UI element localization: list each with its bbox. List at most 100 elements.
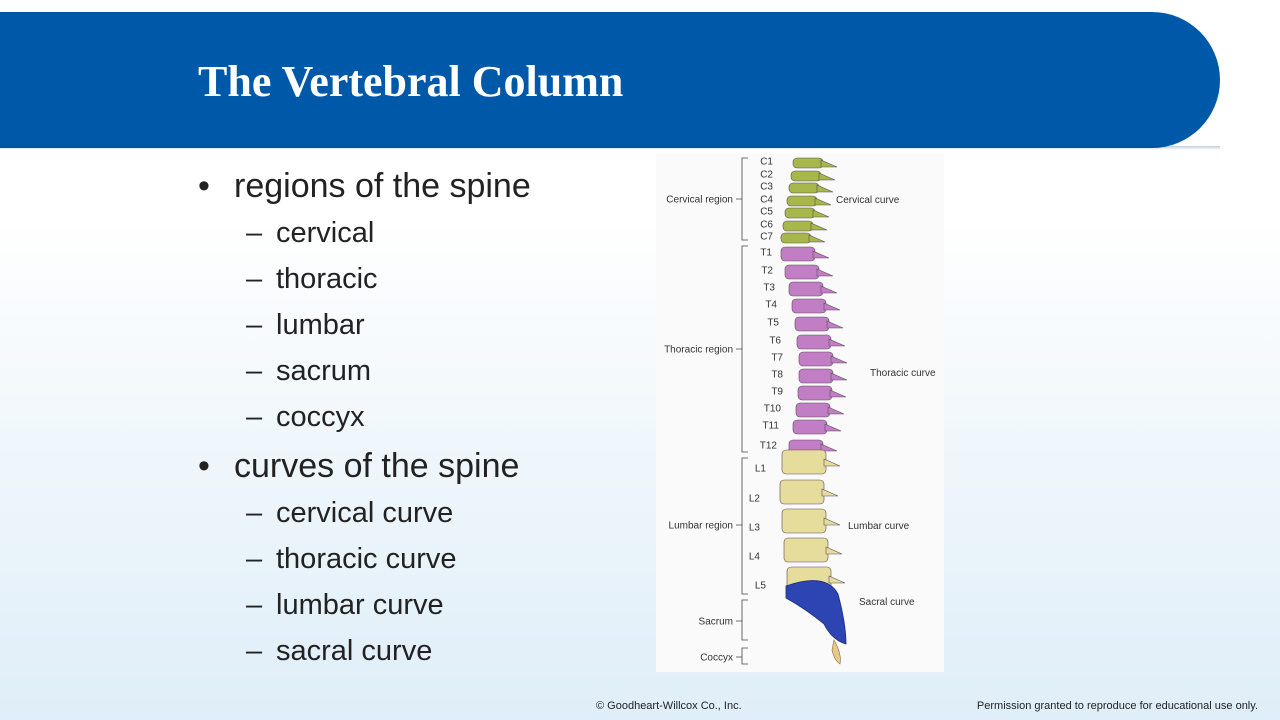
subitem-label: cervical curve [276, 497, 454, 529]
subitem-label: thoracic [276, 263, 378, 295]
dash: – [246, 355, 263, 387]
vertebra-process [820, 443, 838, 452]
dash: – [246, 635, 263, 667]
curve-label-sacral: Sacral curve [859, 597, 915, 608]
vertebra-process [818, 172, 836, 181]
spine-illustration [779, 157, 848, 665]
region-label-cervical: Cervical region [666, 195, 733, 206]
title-bar [0, 12, 1220, 150]
vertebra-label: C1 [760, 157, 773, 168]
region-label-lumbar: Lumbar region [669, 521, 733, 532]
vertebra-T6 [796, 334, 832, 350]
region-label-sacrum: Sacrum [699, 617, 733, 628]
vertebra-process [830, 372, 848, 381]
vertebra-T5 [794, 316, 830, 332]
curve-label-lumbar: Lumbar curve [848, 521, 910, 532]
vertebra-C1 [792, 157, 824, 169]
vertebra-label: C3 [760, 182, 773, 193]
vertebra-L4 [783, 537, 829, 563]
subitem-label: sacral curve [276, 635, 433, 667]
vertebra-label: L4 [749, 552, 761, 563]
spine-diagram: C1C2C3C4C5C6C7T1T2T3T4T5T6T7T8T9T10T11T1… [664, 157, 936, 665]
vertebra-label: T2 [761, 266, 773, 277]
vertebra-process [827, 406, 845, 415]
dash: – [246, 217, 263, 249]
vertebra-process [820, 285, 838, 294]
vertebra-process [812, 250, 830, 259]
vertebra-label: L5 [755, 581, 767, 592]
subitem-lumbar: –lumbar [198, 302, 638, 348]
subitem-lumbar-curve: –lumbar curve [198, 582, 638, 628]
vertebra-label: L2 [749, 494, 761, 505]
vertebra-T7 [798, 351, 834, 367]
vertebra-label: C4 [760, 195, 773, 206]
dash: – [246, 497, 263, 529]
vertebra-T1 [780, 246, 816, 262]
vertebra-process [828, 338, 846, 347]
subitem-sacrum: –sacrum [198, 348, 638, 394]
subitem-thoracic: –thoracic [198, 256, 638, 302]
subitem-label: lumbar [276, 309, 365, 341]
subitem-cervical-curve: –cervical curve [198, 490, 638, 536]
curve-label-cervical: Cervical curve [836, 195, 900, 206]
vertebra-process [816, 184, 834, 193]
vertebra-C6 [782, 220, 814, 232]
subitem-label: cervical [276, 217, 375, 249]
vertebra-C7 [780, 232, 812, 244]
vertebra-label: T6 [769, 336, 781, 347]
figure-labels: C1C2C3C4C5C6C7T1T2T3T4T5T6T7T8T9T10T11T1… [664, 157, 936, 664]
vertebra-L2 [779, 479, 825, 505]
vertebra-process [830, 355, 848, 364]
region-label-thoracic: Thoracic region [664, 345, 733, 356]
subitem-thoracic-curve: –thoracic curve [198, 536, 638, 582]
subitem-label: lumbar curve [276, 589, 444, 621]
dash: – [246, 401, 263, 433]
vertebra-process [825, 546, 843, 555]
vertebra-label: T1 [760, 248, 772, 259]
bracket-thoracic [736, 245, 748, 453]
vertebra-label: C5 [760, 207, 773, 218]
vertebra-T8 [798, 368, 834, 384]
vertebra-label: T12 [760, 441, 778, 452]
copyright-notice: © Goodheart-Willcox Co., Inc. [596, 700, 742, 712]
vertebra-C4 [786, 195, 818, 207]
vertebra-label: T3 [763, 283, 775, 294]
vertebra-label: T7 [771, 353, 783, 364]
vertebra-label: L3 [749, 523, 761, 534]
vertebra-process [814, 197, 832, 206]
bullet-dot: • [198, 167, 210, 205]
vertebra-T9 [797, 385, 833, 401]
vertebra-label: T8 [771, 370, 783, 381]
vertebra-C3 [788, 182, 820, 194]
subitem-label: coccyx [276, 401, 365, 433]
bullet-regions: • regions of the spine [198, 164, 638, 210]
permission-notice: Permission granted to reproduce for educ… [976, 700, 1258, 712]
dash: – [246, 263, 263, 295]
vertebra-C2 [790, 170, 822, 182]
region-label-coccyx: Coccyx [700, 653, 733, 664]
vertebra-label: T9 [771, 387, 783, 398]
vertebra-C5 [784, 207, 816, 219]
region-brackets [736, 157, 748, 665]
bullet-list: • regions of the spine –cervical –thorac… [198, 164, 638, 674]
bullet-label: curves of the spine [234, 447, 520, 485]
vertebra-process [820, 159, 838, 168]
vertebra-process [823, 302, 841, 311]
subitem-cervical: –cervical [198, 210, 638, 256]
vertebra-T3 [788, 281, 824, 297]
dash: – [246, 309, 263, 341]
subitem-label: sacrum [276, 355, 372, 387]
slide-title: The Vertebral Column [198, 57, 624, 106]
bracket-cervical [736, 157, 748, 241]
vertebra-L1 [781, 449, 827, 475]
vertebra-process [829, 389, 847, 398]
coccyx-shape [831, 639, 841, 665]
vertebra-label: C7 [760, 232, 773, 243]
vertebra-label: T11 [763, 421, 780, 432]
bracket-coccyx [736, 647, 748, 665]
vertebra-label: C6 [760, 220, 773, 231]
vertebra-L3 [781, 508, 827, 534]
bracket-lumbar [736, 457, 748, 595]
vertebra-T2 [784, 264, 820, 280]
vertebra-process [826, 320, 844, 329]
